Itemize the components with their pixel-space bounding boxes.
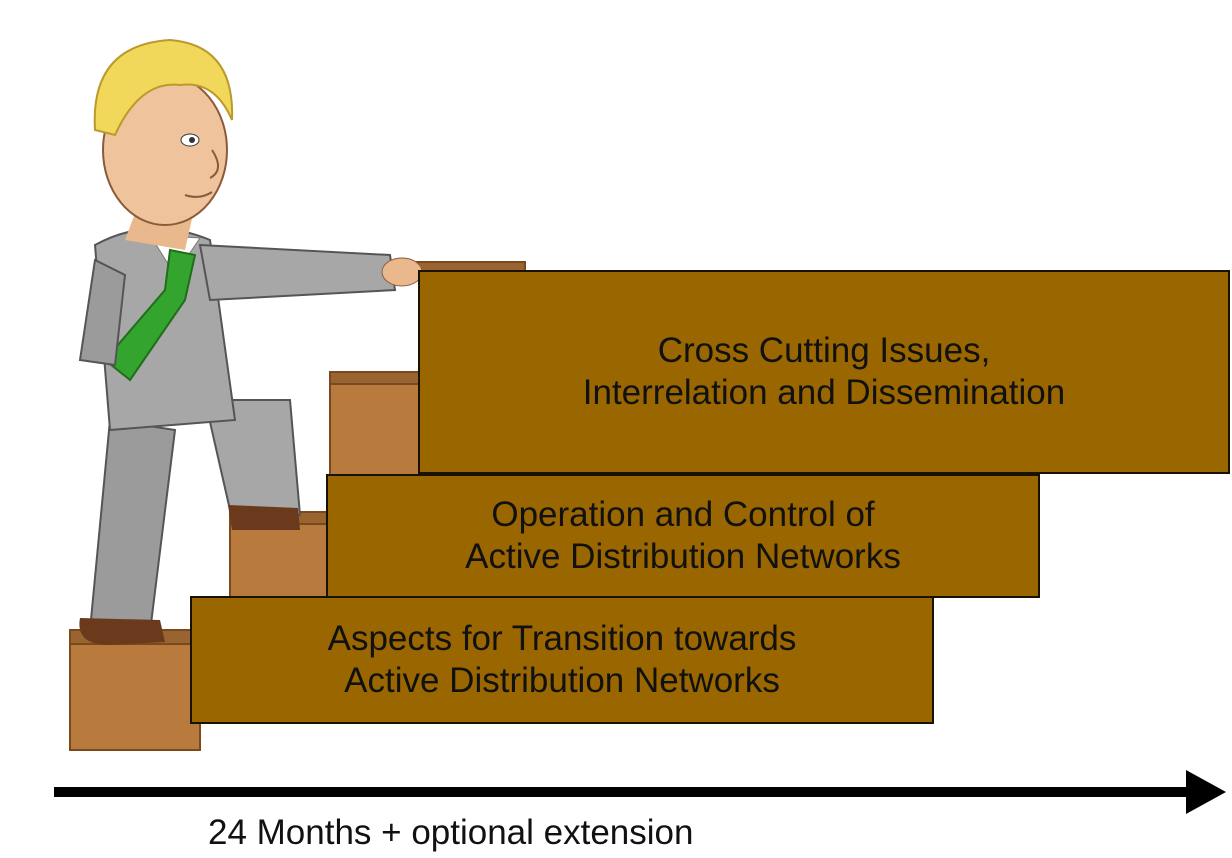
- timeline-arrow-icon: [54, 770, 1226, 814]
- step-cross-cutting-issues: Cross Cutting Issues, Interrelation and …: [418, 270, 1230, 474]
- step-label-line1: Cross Cutting Issues,: [657, 331, 991, 370]
- step-operation-control: Operation and Control of Active Distribu…: [326, 474, 1040, 598]
- tie-icon: [103, 248, 197, 382]
- step-label-line1: Operation and Control of: [491, 495, 875, 534]
- step-label-line1: Aspects for Transition towards: [327, 619, 797, 658]
- businessman-head: [93, 38, 234, 250]
- step-label-line2: Active Distribution Networks: [465, 537, 901, 576]
- stairs: [69, 261, 526, 751]
- step-label-line2: Active Distribution Networks: [344, 661, 780, 700]
- step-label-line2: Interrelation and Dissemination: [582, 373, 1066, 412]
- timeline-label: 24 Months + optional extension: [208, 813, 694, 852]
- hair: [93, 38, 234, 137]
- step-transition-aspects: Aspects for Transition towards Active Di…: [190, 596, 934, 724]
